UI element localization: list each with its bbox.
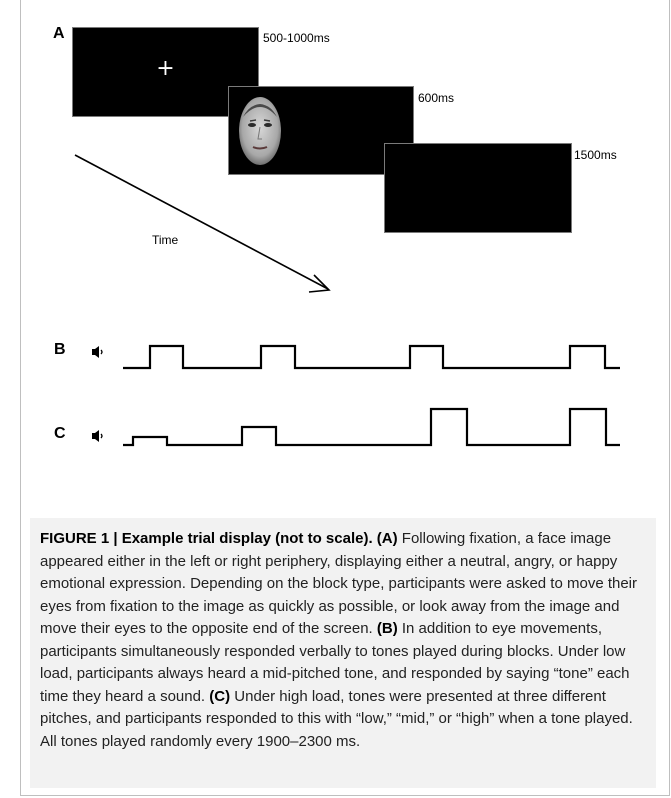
face-duration: 600ms (418, 91, 455, 105)
blank-screen (384, 143, 572, 233)
speaker-icon (92, 346, 103, 358)
time-label: Time (152, 233, 179, 247)
panel-label-a: A (53, 25, 65, 42)
caption-part-a-text: Following fixation, a face image appeare… (40, 530, 638, 637)
fixation-screen: + (72, 27, 259, 117)
face-screen (228, 86, 414, 175)
tone-trace-high-load (123, 407, 620, 447)
figure-caption: FIGURE 1 | Example trial display (not to… (30, 518, 656, 788)
caption-part-b-text: In addition to eye movements, participan… (40, 620, 630, 705)
caption-part-c-text: Under high load, tones were presented at… (40, 687, 633, 750)
fixation-duration: 500-1000ms (263, 31, 330, 45)
caption-text: FIGURE 1 | Example trial display (not to… (40, 528, 646, 753)
speaker-icon (92, 430, 103, 442)
caption-part-a-label: (A) (376, 530, 398, 547)
caption-part-c-label: (C) (209, 687, 231, 705)
caption-part-b-label: (B) (376, 620, 398, 637)
fixation-cross: + (156, 56, 175, 81)
panel-label-b: B (54, 341, 66, 358)
time-arrow (74, 154, 331, 293)
blank-duration: 1500ms (574, 148, 617, 162)
panel-label-c: C (54, 425, 66, 442)
tone-trace-low-load (123, 344, 620, 370)
face-image (239, 97, 281, 165)
caption-title: FIGURE 1 | Example trial display (not to… (40, 530, 373, 547)
figure-frame (20, 0, 670, 796)
